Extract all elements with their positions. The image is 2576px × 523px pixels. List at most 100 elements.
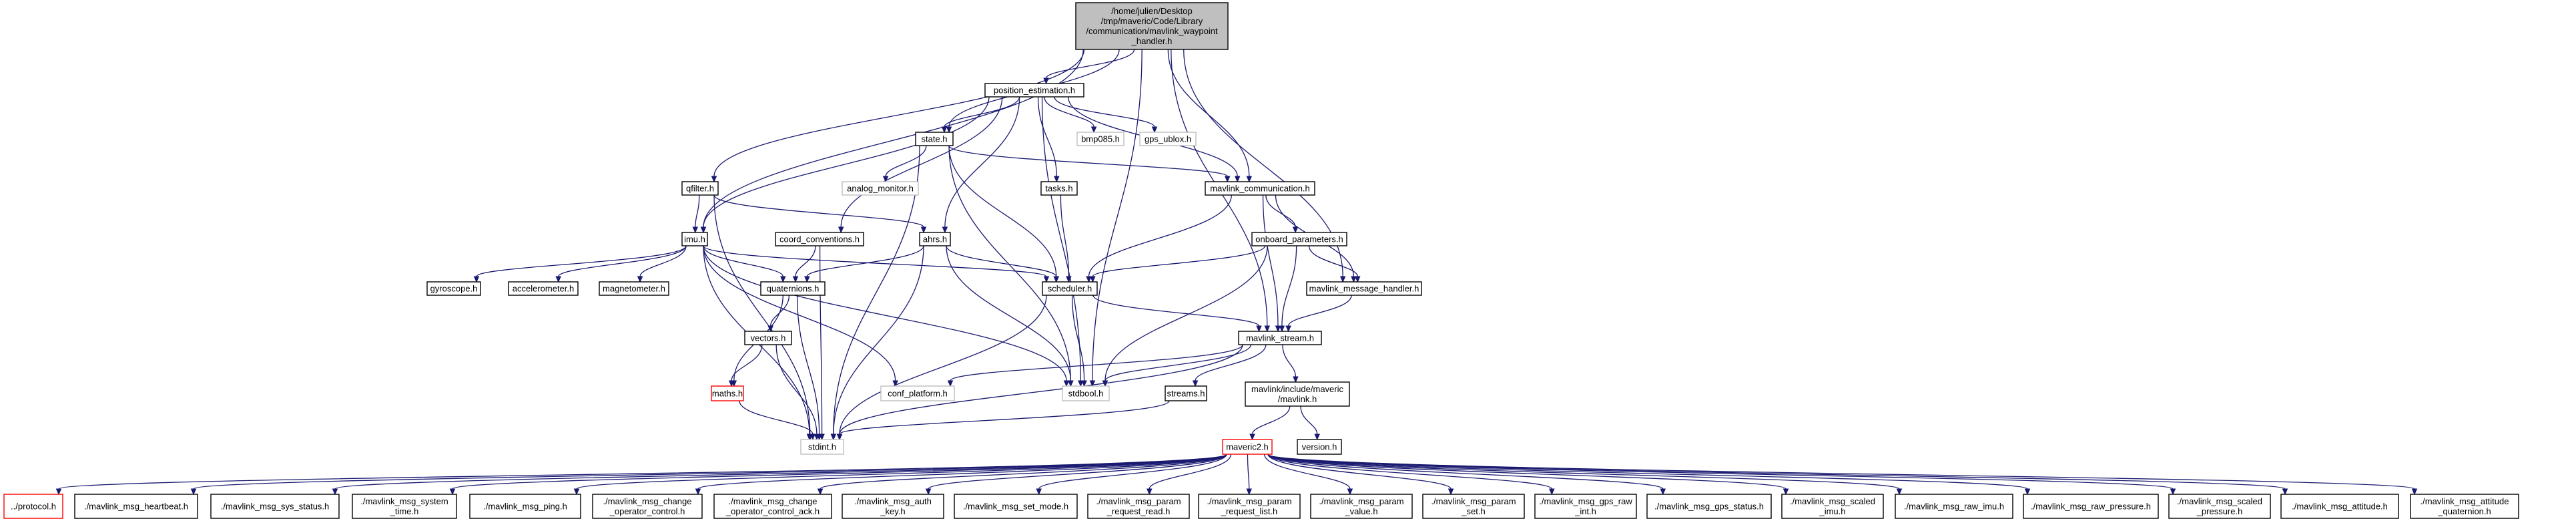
node-b8[interactable]: ./mavlink_msg_set_mode.h [954,494,1078,519]
edge-maveric-to-b14 [1267,454,1666,496]
node-label-line: mavlink_message_handler.h [1309,284,1419,294]
node-b18[interactable]: ./mavlink_msg_scaled_pressure.h [2168,494,2271,519]
node-version[interactable]: version.h [1297,439,1342,455]
node-label-line: state.h [921,134,947,144]
node-box [1042,281,1098,296]
edge-vectors-to-stdint [775,344,820,441]
node-box [800,439,844,455]
node-onboard-parameters[interactable]: onboard_parameters.h [1251,232,1347,246]
node-label-line: _handler.h [1131,36,1173,46]
node-vectors[interactable]: vectors.h [744,331,792,345]
edge-maveric-to-b1 [190,454,1227,496]
node-mavlink-stream[interactable]: mavlink_stream.h [1238,331,1322,345]
node-label-line: ./mavlink_msg_heartbeat.h [84,502,188,512]
edge-imu-to-scheduler [703,245,1050,283]
node-imu[interactable]: imu.h [681,232,708,246]
node-streams[interactable]: streams.h [1165,385,1207,401]
node-quaternions[interactable]: quaternions.h [760,281,826,296]
node-root[interactable]: /home/julien/Desktop/tmp/maveric/Code/Li… [1075,2,1229,50]
node-b6[interactable]: ./mavlink_msg_change_operator_control_ac… [713,494,832,519]
node-b1[interactable]: ./mavlink_msg_heartbeat.h [74,494,198,519]
node-box [1422,494,1525,519]
node-box [1040,181,1078,196]
node-b11[interactable]: ./mavlink_msg_param_value.h [1310,494,1413,519]
node-b12[interactable]: ./mavlink_msg_param_set.h [1422,494,1525,519]
node-accelerometer[interactable]: accelerometer.h [508,281,579,296]
node-ahrs[interactable]: ahrs.h [919,232,951,246]
node-coord-conventions[interactable]: coord_conventions.h [775,232,864,246]
node-label-line: maths.h [712,389,743,399]
node-label-line: vectors.h [751,333,786,343]
node-b14[interactable]: ./mavlink_msg_gps_status.h [1646,494,1772,519]
node-label-line: version.h [1302,442,1337,452]
node-box [2410,494,2519,519]
edge-maveric-to-b5 [695,454,1227,496]
node-box [1781,494,1884,519]
node-label-line: ../protocol.h [11,502,56,512]
node-mavlink-communication[interactable]: mavlink_communication.h [1205,181,1315,196]
node-stdint: stdint.h [800,439,844,455]
node-label-line: ./mavlink_msg_change [603,496,692,506]
node-maths[interactable]: maths.h [711,385,744,401]
edge-maveric-to-b12 [1267,454,1454,496]
node-b9[interactable]: ./mavlink_msg_param_request_read.h [1087,494,1190,519]
edge-maveric-to-b8 [1036,454,1227,496]
edge-maveric-to-b19 [1267,454,2288,496]
node-label-line: quaternions.h [767,284,820,294]
node-b16[interactable]: ./mavlink_msg_raw_imu.h [1895,494,2013,519]
node-magnetometer[interactable]: magnetometer.h [599,281,669,296]
node-b2[interactable]: ./mavlink_msg_sys_status.h [210,494,340,519]
node-box [592,494,703,519]
edge-position_estimation-to-tasks [1037,96,1060,183]
node-b20[interactable]: ./mavlink_msg_attitude_quaternion.h [2410,494,2519,519]
node-qfilter[interactable]: qfilter.h [681,181,719,196]
node-tasks[interactable]: tasks.h [1040,181,1078,196]
edge-ahrs-to-stdbool [946,245,1074,387]
node-b5[interactable]: ./mavlink_msg_change_operator_control.h [592,494,703,519]
edge-ahrs-to-stdint [830,245,924,441]
node-b7[interactable]: ./mavlink_msg_auth_key.h [842,494,944,519]
node-label-line: mavlink/include/maveric [1251,384,1343,394]
node-b0[interactable]: ../protocol.h [3,494,63,519]
node-mavlink-include[interactable]: mavlink/include/maveric/mavlink.h [1245,381,1350,407]
node-gyroscope[interactable]: gyroscope.h [426,281,481,296]
edge-coord_conventions-to-quaternions [792,245,816,283]
node-scheduler[interactable]: scheduler.h [1042,281,1098,296]
node-box [2023,494,2159,519]
node-maveric[interactable]: maveric2.h [1222,439,1273,455]
edge-root-to-qfilter [711,49,1085,183]
node-mavlink-message-handler[interactable]: mavlink_message_handler.h [1306,281,1422,296]
edge-position_estimation-to-imu [700,96,990,234]
node-label-line: ./mavlink_msg_scaled [2177,496,2262,506]
node-box [74,494,198,519]
node-state[interactable]: state.h [915,132,954,146]
edge-state-to-scheduler [948,145,1059,283]
node-box [1251,232,1347,246]
edge-imu-to-magnetometer [637,245,687,283]
node-label-line: imu.h [684,234,705,244]
node-label-line: onboard_parameters.h [1255,234,1343,244]
edge-mavlink_stream-to-conf_platform [947,344,1243,387]
edge-maveric-to-b10 [1246,454,1252,496]
node-b19[interactable]: ./mavlink_msg_attitude.h [2280,494,2399,519]
node-box [760,281,826,296]
node-label-line: gps_ublox.h [1145,134,1191,144]
node-label-line: gyroscope.h [430,284,478,294]
node-label-line: ahrs.h [923,234,947,244]
node-b10[interactable]: ./mavlink_msg_param_request_list.h [1198,494,1301,519]
node-label-line: _int.h [1574,506,1596,516]
node-b17[interactable]: ./mavlink_msg_raw_pressure.h [2023,494,2159,519]
node-b15[interactable]: ./mavlink_msg_scaled_imu.h [1781,494,1884,519]
node-box [681,181,719,196]
node-b4[interactable]: ./mavlink_msg_ping.h [469,494,581,519]
node-position-estimation[interactable]: position_estimation.h [984,83,1084,98]
edge-position_estimation-to-gps_ublox [1054,96,1158,134]
node-b13[interactable]: ./mavlink_msg_gps_raw_int.h [1534,494,1637,519]
edge-mavlink_communication-to-mavlink_stream [1262,194,1281,333]
node-label-line: _pressure.h [2196,506,2243,516]
node-box [1245,381,1350,407]
node-b3[interactable]: ./mavlink_msg_system_time.h [352,494,457,519]
edge-imu-to-gyroscope [473,245,687,283]
edge-position_estimation-to-bmp085 [1044,96,1097,134]
